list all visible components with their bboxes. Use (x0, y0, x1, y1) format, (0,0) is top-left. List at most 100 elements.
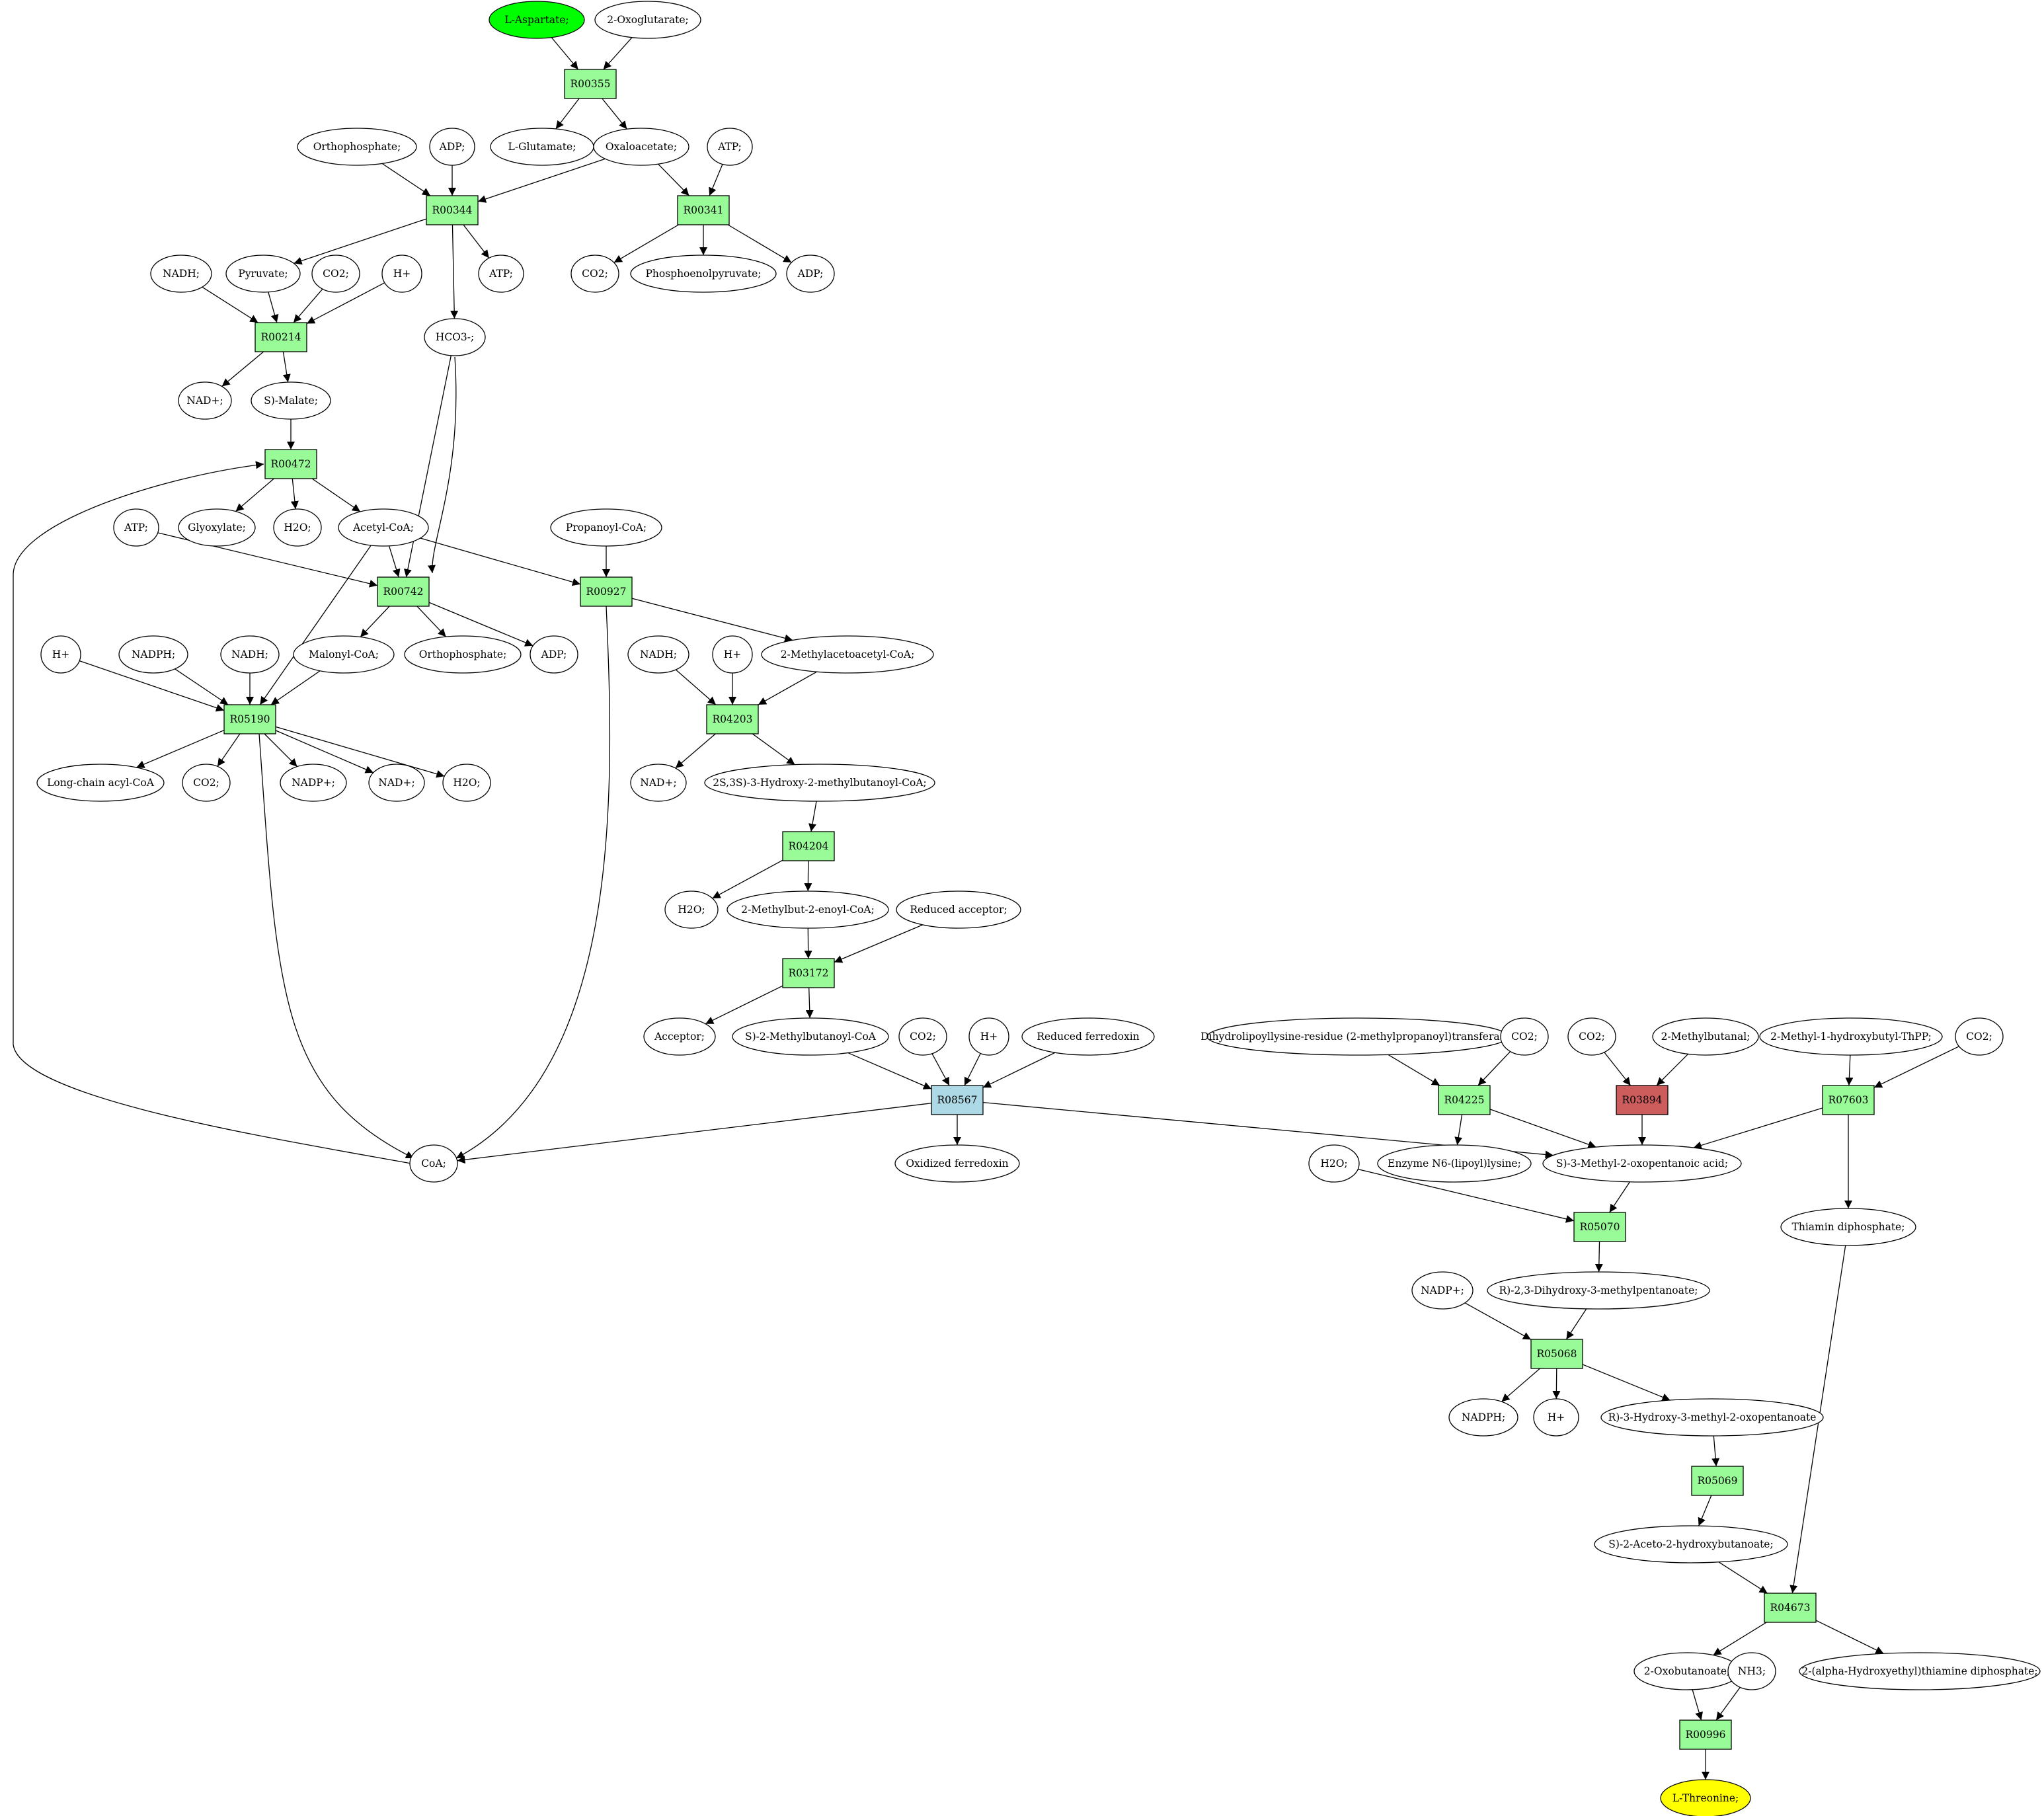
compound-node-h3[interactable]: H+ (712, 635, 753, 674)
compound-node-hmop[interactable]: R)-3-Hydroxy-3-methyl-2-oxopentanoate (1600, 1398, 1824, 1437)
compound-node-smop[interactable]: S)-3-Methyl-2-oxopentanoic acid; (1542, 1144, 1742, 1183)
compound-node-nadh3[interactable]: NADH; (627, 635, 689, 674)
compound-node-co2g[interactable]: CO2; (1955, 1017, 2004, 1056)
compound-node-enzlip[interactable]: Enzyme N6-(lipoyl)lysine; (1377, 1144, 1532, 1183)
reaction-node-R08567[interactable]: R08567 (931, 1085, 984, 1115)
compound-node-asp[interactable]: L-Aspartate; (489, 1, 585, 39)
reaction-label: R04204 (789, 840, 829, 852)
compound-node-smbcoa[interactable]: S)-2-Methylbutanoyl-CoA (732, 1017, 889, 1056)
compound-node-h2o2[interactable]: H2O; (442, 764, 491, 802)
reaction-node-R05068[interactable]: R05068 (1530, 1339, 1583, 1369)
reaction-node-R05069[interactable]: R05069 (1691, 1466, 1744, 1496)
compound-node-atp2[interactable]: ATP; (478, 255, 524, 293)
compound-node-redacc[interactable]: Reduced acceptor; (896, 890, 1021, 929)
compound-node-mhbtpp[interactable]: 2-Methyl-1-hydroxybutyl-ThPP; (1759, 1017, 1943, 1056)
reaction-node-R00355[interactable]: R00355 (564, 69, 617, 99)
compound-node-oxb[interactable]: 2-Oxobutanoate; (1633, 1652, 1741, 1690)
compound-node-adp3[interactable]: ADP; (530, 635, 578, 674)
compound-node-hetpp[interactable]: 2-(alpha-Hydroxyethyl)thiamine diphospha… (1799, 1652, 2041, 1690)
compound-node-malcoa[interactable]: Malonyl-CoA; (293, 635, 395, 674)
compound-node-oaa[interactable]: Oxaloacetate; (593, 128, 689, 166)
compound-shape (424, 318, 486, 356)
compound-node-nad3[interactable]: NAD+; (630, 764, 687, 802)
reaction-node-R00742[interactable]: R00742 (377, 576, 430, 607)
compound-node-h5[interactable]: H+ (1533, 1398, 1579, 1437)
reaction-node-R00996[interactable]: R00996 (1679, 1719, 1732, 1750)
compound-node-nadh1[interactable]: NADH; (150, 255, 212, 293)
compound-node-atp1[interactable]: ATP; (707, 128, 753, 166)
reaction-node-R03172[interactable]: R03172 (782, 958, 835, 988)
compound-node-h2o3[interactable]: H2O; (664, 890, 719, 929)
compound-node-hco3[interactable]: HCO3-; (424, 318, 486, 356)
reaction-node-R00472[interactable]: R00472 (264, 449, 317, 479)
edge-R00742-to-malcoa (360, 606, 390, 638)
compound-node-acc[interactable]: Acceptor; (643, 1017, 716, 1056)
compound-node-macoa[interactable]: 2-Methylacetoacetyl-CoA; (761, 635, 934, 674)
compound-node-co2b[interactable]: CO2; (311, 255, 360, 293)
compound-node-mbecoa[interactable]: 2-Methylbut-2-enoyl-CoA; (727, 890, 889, 929)
compound-node-co2a[interactable]: CO2; (570, 255, 619, 293)
compound-label: CO2; (910, 1031, 936, 1043)
compound-node-propcoa[interactable]: Propanoyl-CoA; (550, 508, 662, 547)
compound-node-pi2[interactable]: Orthophosphate; (404, 635, 522, 674)
compound-shape (1759, 1017, 1943, 1056)
compound-node-accoa[interactable]: Acetyl-CoA; (338, 508, 429, 547)
compound-node-h2o1[interactable]: H2O; (273, 508, 322, 547)
compound-node-thr[interactable]: L-Threonine; (1660, 1779, 1751, 1816)
reaction-node-R00214[interactable]: R00214 (255, 322, 307, 352)
reaction-node-R07603[interactable]: R07603 (1822, 1085, 1875, 1115)
reaction-node-R04203[interactable]: R04203 (706, 704, 759, 734)
compound-node-oxfd[interactable]: Oxidized ferredoxin (894, 1144, 1020, 1183)
compound-node-nadh2[interactable]: NADH; (220, 635, 280, 674)
compound-shape (1727, 1652, 1776, 1690)
compound-label: R)-2,3-Dihydroxy-3-methylpentanoate; (1499, 1284, 1698, 1296)
compound-node-co2d[interactable]: CO2; (898, 1017, 947, 1056)
reaction-node-R04204[interactable]: R04204 (782, 831, 835, 861)
compound-node-pep[interactable]: Phosphoenolpyruvate; (630, 255, 777, 293)
compound-node-nh3[interactable]: NH3; (1727, 1652, 1776, 1690)
reaction-node-R04673[interactable]: R04673 (1764, 1593, 1817, 1623)
compound-node-lcacoa[interactable]: Long-chain acyl-CoA (36, 764, 165, 802)
reaction-node-R05070[interactable]: R05070 (1573, 1212, 1626, 1242)
compound-node-oxog[interactable]: 2-Oxoglutarate; (594, 1, 701, 39)
reaction-node-R00344[interactable]: R00344 (426, 195, 479, 225)
compound-node-dhmp[interactable]: R)-2,3-Dihydroxy-3-methylpentanoate; (1487, 1271, 1710, 1310)
compound-node-adp1[interactable]: ADP; (429, 128, 475, 166)
compound-node-h1[interactable]: H+ (381, 255, 422, 293)
compound-node-tdp[interactable]: Thiamin diphosphate; (1780, 1208, 1916, 1246)
compound-node-h2[interactable]: H+ (40, 635, 81, 674)
compound-node-co2f[interactable]: CO2; (1567, 1017, 1616, 1056)
compound-node-mal[interactable]: S)-Malate; (251, 381, 331, 420)
compound-node-nad2[interactable]: NAD+; (368, 764, 425, 802)
compound-label: H+ (724, 649, 742, 660)
compound-node-nadp2[interactable]: NADP+; (1411, 1271, 1474, 1310)
compound-label: H2O; (678, 904, 705, 916)
compound-node-ahb[interactable]: S)-2-Aceto-2-hydroxybutanoate; (1594, 1525, 1788, 1563)
compound-node-glyox[interactable]: Glyoxylate; (178, 508, 256, 547)
compound-node-glu[interactable]: L-Glutamate; (490, 128, 594, 166)
compound-node-co2c[interactable]: CO2; (182, 764, 231, 802)
compound-node-coa[interactable]: CoA; (409, 1144, 458, 1183)
compound-node-hmbcoa[interactable]: 2S,3S)-3-Hydroxy-2-methylbutanoyl-CoA; (704, 764, 935, 802)
reaction-node-R05190[interactable]: R05190 (223, 704, 276, 734)
compound-node-h4[interactable]: H+ (968, 1017, 1009, 1056)
compound-node-co2e[interactable]: CO2; (1500, 1017, 1549, 1056)
compound-node-nadph1[interactable]: NADPH; (118, 635, 188, 674)
reaction-node-R00341[interactable]: R00341 (677, 195, 730, 225)
compound-node-redfd[interactable]: Reduced ferredoxin (1021, 1017, 1155, 1056)
compound-label: Oxidized ferredoxin (906, 1158, 1008, 1169)
compound-node-mbal[interactable]: 2-Methylbutanal; (1652, 1017, 1759, 1056)
reaction-node-R04225[interactable]: R04225 (1438, 1085, 1491, 1115)
compound-node-adp2[interactable]: ADP; (786, 255, 835, 293)
compound-node-nadph2[interactable]: NADPH; (1448, 1398, 1518, 1437)
compound-node-pi1[interactable]: Orthophosphate; (297, 128, 417, 166)
compound-node-nadp1[interactable]: NADP+; (280, 764, 347, 802)
compound-node-dhlip[interactable]: Dihydrolipoyllysine-residue (2-methylpro… (1200, 1017, 1515, 1056)
reaction-node-R03894[interactable]: R03894 (1616, 1085, 1669, 1115)
edge-accoa-to-R00927 (420, 537, 581, 586)
compound-node-nad1[interactable]: NAD+; (178, 381, 232, 420)
compound-node-pyr[interactable]: Pyruvate; (225, 255, 301, 293)
reaction-node-R00927[interactable]: R00927 (580, 576, 633, 607)
compound-node-atp3[interactable]: ATP; (113, 508, 159, 547)
compound-node-h2o4[interactable]: H2O; (1308, 1144, 1360, 1183)
